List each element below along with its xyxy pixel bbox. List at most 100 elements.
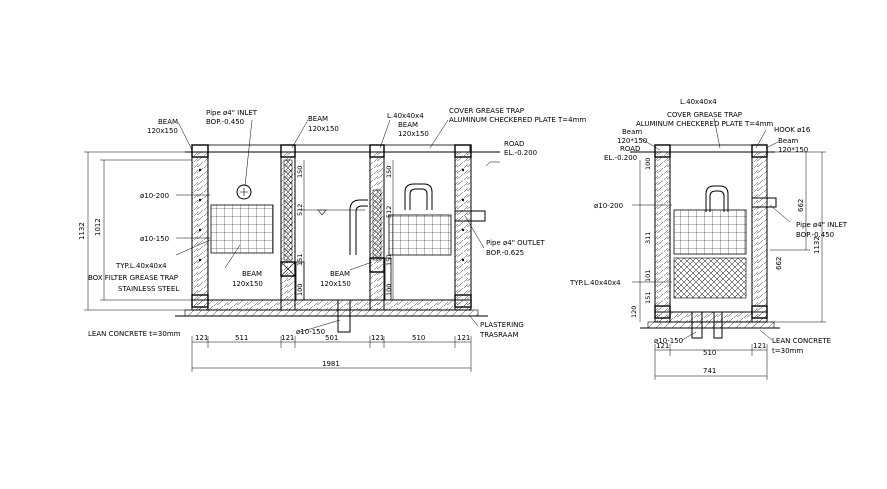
beam-tl-label: BEAM bbox=[158, 118, 178, 126]
dim-1981: 1981 bbox=[322, 360, 340, 368]
pipe-inlet-label: Pipe ø4" INLET bbox=[206, 109, 258, 117]
r-dim-101: 101 bbox=[644, 270, 652, 282]
r-beam-l-size: 120*150 bbox=[617, 137, 647, 145]
elbow-pipe bbox=[349, 199, 368, 255]
dim-121-left: 121 bbox=[195, 334, 208, 342]
rebar1-label: ø10-200 bbox=[140, 192, 169, 200]
r-typ-angle: TYP.L.40x40x4 bbox=[569, 279, 621, 287]
lean-label: LEAN CONCRETE t=30mm bbox=[88, 330, 181, 338]
dim-150a: 150 bbox=[296, 166, 304, 178]
r-pipe-inlet-bop: BOP.-0.450 bbox=[796, 231, 834, 239]
r-angle-top: L.40x40x4 bbox=[680, 98, 717, 106]
angle-top-label: L.40x40x4 bbox=[387, 112, 424, 120]
lean-concrete bbox=[184, 309, 479, 317]
dim-150b: 150 bbox=[385, 166, 393, 178]
dim-512a: 512 bbox=[296, 204, 304, 216]
inlet-pipe-icon bbox=[236, 184, 252, 200]
rebar-dots bbox=[198, 168, 465, 262]
dim-100b: 100 bbox=[385, 284, 393, 296]
r-inlet-pipe bbox=[751, 197, 777, 208]
pipe-inlet-bop: BOP.-0.450 bbox=[206, 118, 244, 126]
dim-121-mid2: 121 bbox=[371, 334, 384, 342]
r-filter-mesh bbox=[673, 209, 747, 255]
r-dim-100: 100 bbox=[644, 158, 652, 170]
rebar3-label: ø10-150 bbox=[296, 328, 325, 336]
dim-1132: 1132 bbox=[78, 222, 86, 240]
dim-501: 501 bbox=[325, 334, 338, 342]
r-dim-121a: 121 bbox=[656, 342, 669, 350]
beam-tl-size: 120x150 bbox=[147, 127, 178, 135]
r-cover-plate bbox=[654, 144, 768, 153]
cover-plate bbox=[191, 144, 471, 153]
r-lean: LEAN CONCRETE bbox=[772, 337, 831, 345]
beam-bl-size: 120x150 bbox=[232, 280, 263, 288]
baffle-1 bbox=[283, 159, 293, 261]
dim-121-right: 121 bbox=[457, 334, 470, 342]
r-pipe-inlet: Pipe ø4" INLET bbox=[796, 221, 848, 229]
r-dim-662a: 662 bbox=[797, 199, 805, 212]
cover-label: COVER GREASE TRAP bbox=[449, 107, 524, 115]
beam-bl-label: BEAM bbox=[242, 270, 262, 278]
box-filter-label: BOX FILTER GREASE TRAP bbox=[88, 274, 178, 282]
r-dim-662b: 662 bbox=[775, 257, 783, 270]
r-rebar1: ø10-200 bbox=[594, 202, 623, 210]
filter-mesh-1 bbox=[210, 204, 274, 254]
beam-bottom-mid2 bbox=[369, 257, 385, 273]
r-lower-filter bbox=[673, 257, 747, 299]
dim-512b: 512 bbox=[385, 206, 393, 218]
r-dim-121b: 121 bbox=[753, 342, 766, 350]
rebar2-label: ø10-150 bbox=[140, 235, 169, 243]
r-beam-r-size: 120*150 bbox=[778, 146, 808, 154]
road-el-label: EL.-0.200 bbox=[504, 149, 537, 157]
pipe-outlet-label: Pipe ø4" OUTLET bbox=[486, 239, 545, 247]
dim-121-mid1: 121 bbox=[281, 334, 294, 342]
beam-head-left bbox=[191, 144, 209, 158]
dim-100a: 100 bbox=[296, 284, 304, 296]
beam-bm-label: BEAM bbox=[330, 270, 350, 278]
left-section: BEAM 120x150 Pipe ø4" INLET BOP.-0.450 B… bbox=[78, 107, 586, 372]
trasraam-label: TRASRAAM bbox=[479, 331, 518, 339]
r-road: ROAD bbox=[620, 145, 640, 153]
r-dim-741: 741 bbox=[703, 367, 716, 375]
base-slab bbox=[191, 299, 472, 311]
stainless-label: STAINLESS STEEL bbox=[118, 285, 179, 293]
r-rebar2: ø10-150 bbox=[654, 337, 683, 345]
r-cover: COVER GREASE TRAP bbox=[667, 111, 742, 119]
drain-pit bbox=[337, 300, 351, 333]
dim-151b: 151 bbox=[385, 254, 393, 266]
r-dim-1132: 1132 bbox=[813, 236, 821, 254]
r-beam-l: Beam bbox=[622, 128, 642, 136]
plastering-label: PLASTERING bbox=[480, 321, 524, 329]
dim-511: 511 bbox=[235, 334, 248, 342]
beam-tm-label: BEAM bbox=[308, 115, 328, 123]
dim-151a: 151 bbox=[296, 254, 304, 266]
beam-head-mid1 bbox=[280, 144, 296, 158]
r-cover-plate-label: ALUMINUM CHECKERED PLATE T=4mm bbox=[636, 120, 773, 128]
dim-1012: 1012 bbox=[94, 218, 102, 236]
r-left-wall bbox=[654, 151, 671, 323]
beam-bottom-mid1 bbox=[280, 261, 296, 277]
r-dim-311: 311 bbox=[644, 232, 652, 244]
beam-bm-size: 120x150 bbox=[320, 280, 351, 288]
beam-bottom-left bbox=[191, 294, 209, 308]
r-lean-t: t=30mm bbox=[772, 347, 803, 355]
r-road-el: EL.-0.200 bbox=[604, 154, 637, 162]
r-base-slab bbox=[654, 311, 768, 323]
beam-head-right bbox=[454, 144, 472, 158]
r-dim-510: 510 bbox=[703, 349, 716, 357]
outlet-pipe bbox=[454, 210, 486, 222]
dim-510: 510 bbox=[412, 334, 425, 342]
beam-tm-size: 120x150 bbox=[308, 125, 339, 133]
baffle-2 bbox=[372, 189, 382, 261]
cover-plate-label: ALUMINUM CHECKERED PLATE T=4mm bbox=[449, 116, 586, 124]
beam-bottom-right bbox=[454, 294, 472, 308]
r-hook: HOOK ø16 bbox=[774, 126, 811, 134]
typ-angle-label: TYP.L.40x40x4 bbox=[115, 262, 167, 270]
r-dim-120: 120 bbox=[630, 306, 638, 318]
beam-head-mid2 bbox=[369, 144, 385, 158]
r-beam-r: Beam bbox=[778, 137, 798, 145]
beam-tr-label: BEAM bbox=[398, 121, 418, 129]
road-label: ROAD bbox=[504, 140, 524, 148]
filter-mesh-2 bbox=[388, 214, 452, 256]
